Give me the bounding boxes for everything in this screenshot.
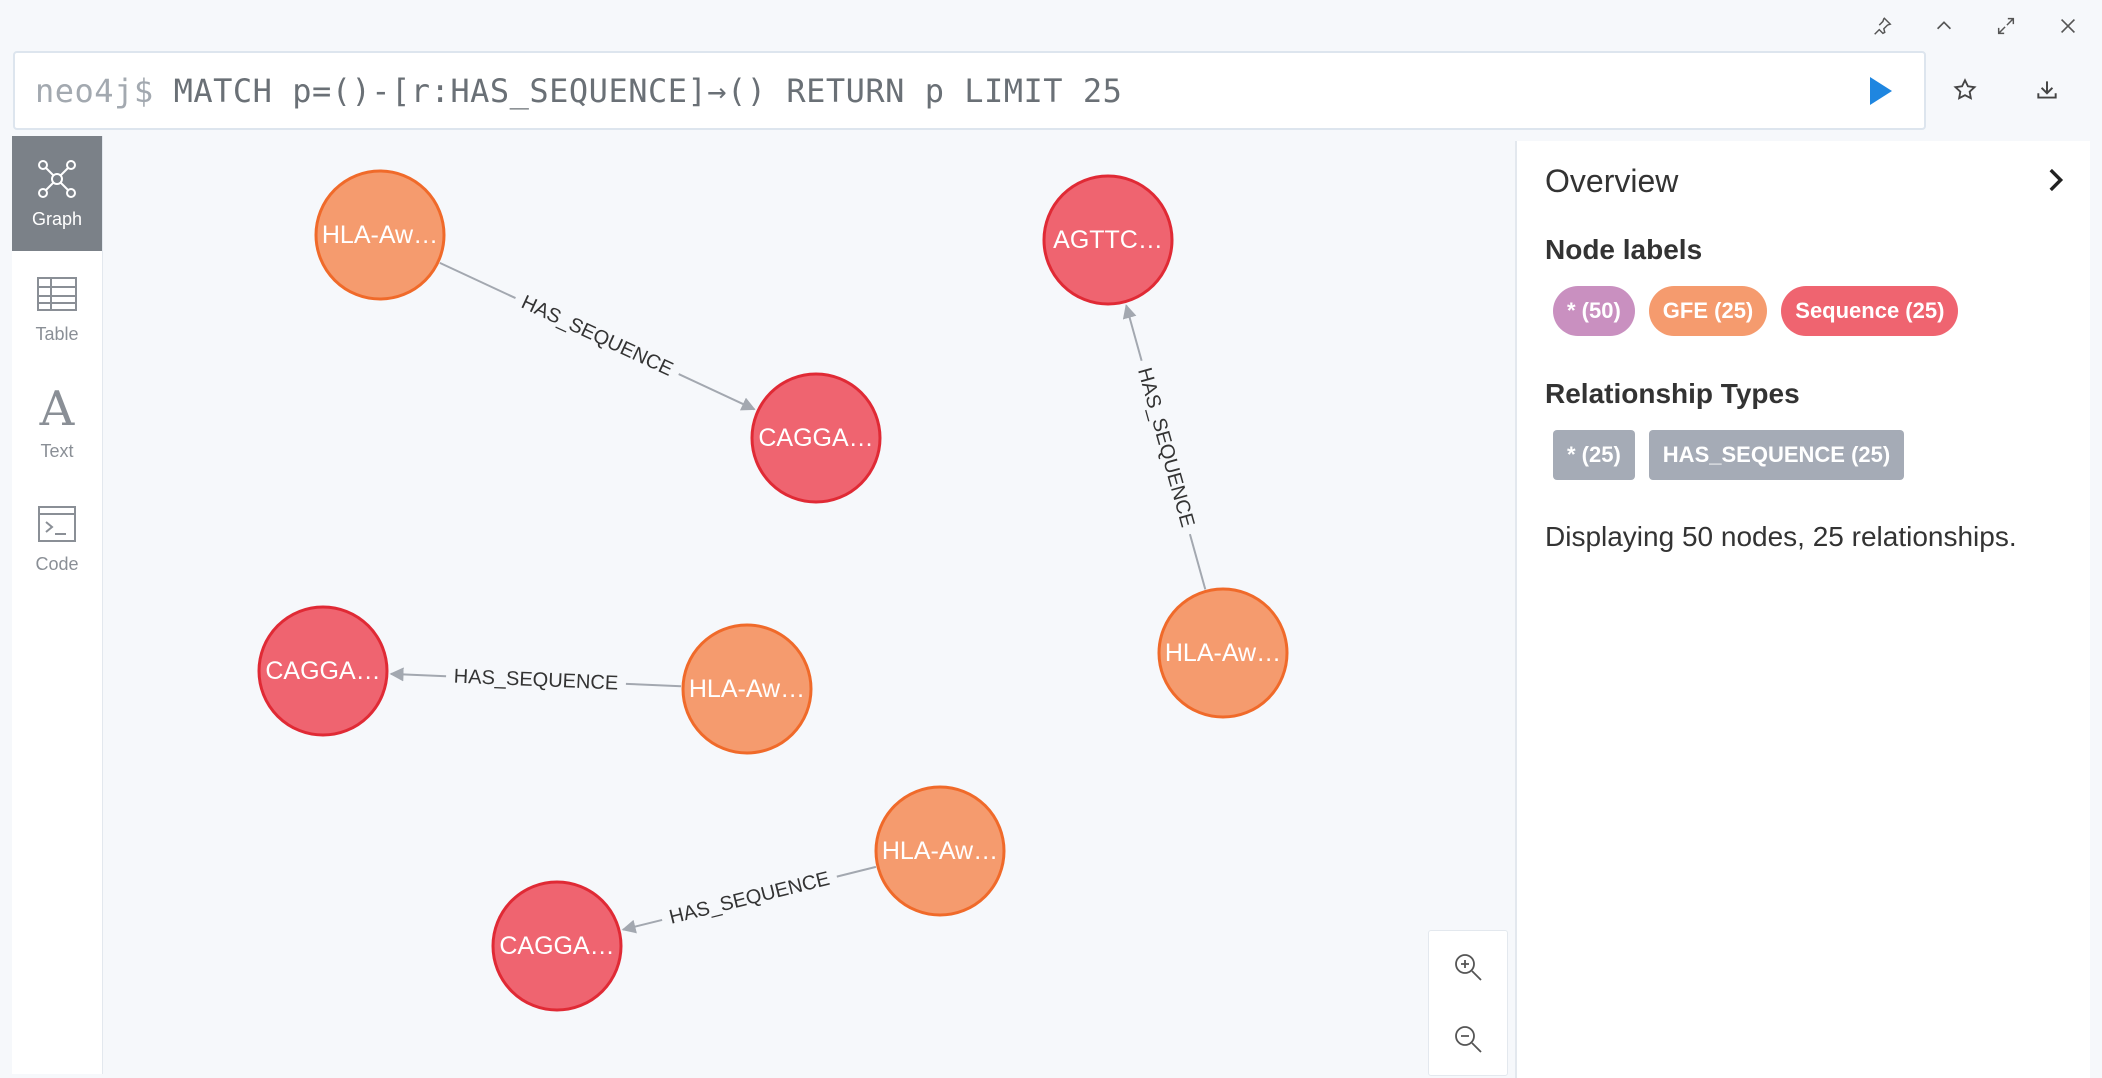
sequence-node[interactable]: CAGGA… bbox=[491, 880, 623, 1012]
text-icon: A bbox=[39, 381, 75, 437]
close-icon[interactable] bbox=[2048, 12, 2088, 40]
tab-text-label: Text bbox=[40, 441, 74, 461]
node-caption: CAGGA… bbox=[265, 657, 380, 685]
relationship-label: HAS_SEQUENCE bbox=[667, 868, 832, 929]
table-icon bbox=[37, 277, 77, 311]
node-caption: HLA-Aw… bbox=[689, 675, 805, 703]
expand-icon[interactable] bbox=[1986, 12, 2026, 40]
node-label-chip-sequence[interactable]: Sequence (25) bbox=[1781, 286, 1959, 336]
relationship-line bbox=[1188, 533, 1207, 590]
sequence-node[interactable]: CAGGA… bbox=[257, 605, 389, 737]
node-circle bbox=[681, 623, 813, 755]
window-controls bbox=[1862, 12, 2088, 40]
gfe-node[interactable]: HLA-Aw… bbox=[874, 785, 1006, 917]
editor-actions bbox=[1945, 70, 2067, 110]
relationship-arrow bbox=[621, 918, 663, 934]
sequence-node[interactable]: AGTTC… bbox=[1042, 174, 1174, 306]
download-icon[interactable] bbox=[2027, 70, 2067, 110]
node-caption: HLA-Aw… bbox=[882, 837, 998, 865]
overview-panel: Overview Node labels * (50) GFE (25) Seq… bbox=[1515, 141, 2090, 1078]
tab-table[interactable]: Table bbox=[12, 251, 102, 366]
node-caption: CAGGA… bbox=[499, 932, 614, 960]
chevron-right-icon[interactable] bbox=[2038, 163, 2072, 197]
node-circle bbox=[491, 880, 623, 1012]
node-label-chip-all[interactable]: * (50) bbox=[1553, 286, 1635, 336]
node-circle bbox=[1157, 587, 1289, 719]
node-caption: HLA-Aw… bbox=[1165, 639, 1281, 667]
relationship-types-heading: Relationship Types bbox=[1545, 378, 1800, 409]
relationship-arrow bbox=[1122, 304, 1143, 362]
node-circle bbox=[314, 169, 446, 301]
relationship-line bbox=[836, 865, 877, 878]
node-label-chip-gfe[interactable]: GFE (25) bbox=[1648, 286, 1768, 336]
relationship-line bbox=[625, 682, 682, 688]
gfe-node[interactable]: HLA-Aw… bbox=[314, 169, 446, 301]
node-labels-heading: Node labels bbox=[1545, 234, 1703, 265]
code-icon bbox=[38, 506, 76, 542]
relationship-line bbox=[439, 261, 516, 299]
run-button[interactable] bbox=[1862, 73, 1898, 109]
relationship-edge[interactable]: HAS_SEQUENCE bbox=[1122, 304, 1207, 590]
node-caption: AGTTC… bbox=[1053, 226, 1163, 254]
play-icon bbox=[1870, 77, 1892, 105]
graph-canvas[interactable]: HAS_SEQUENCE HAS_SEQUENCE HAS_SEQUENCE HAS_… bbox=[102, 136, 1515, 1074]
relationship-types-list: * (25) HAS_SEQUENCE (25) bbox=[1553, 430, 1905, 480]
node-caption: CAGGA… bbox=[758, 424, 873, 452]
graph-svg[interactable]: HAS_SEQUENCE HAS_SEQUENCE HAS_SEQUENCE HAS_… bbox=[102, 136, 1515, 1074]
tab-table-label: Table bbox=[35, 324, 79, 344]
sequence-node[interactable]: CAGGA… bbox=[750, 372, 882, 504]
query-text[interactable]: MATCH p=()-[r:HAS_SEQUENCE]→() RETURN p … bbox=[173, 71, 1123, 110]
tab-text[interactable]: A Text bbox=[12, 366, 102, 481]
node-circle bbox=[257, 605, 389, 737]
zoom-in-icon[interactable] bbox=[1448, 947, 1488, 987]
zoom-out-icon[interactable] bbox=[1448, 1019, 1488, 1059]
overview-summary: Displaying 50 nodes, 25 relationships. bbox=[1545, 521, 2017, 552]
tab-graph-label: Graph bbox=[31, 209, 83, 229]
relationship-label: HAS_SEQUENCE bbox=[1133, 365, 1198, 529]
tab-graph[interactable]: Graph bbox=[12, 136, 102, 251]
overview-title: Overview bbox=[1545, 163, 1679, 199]
pin-icon[interactable] bbox=[1862, 12, 1902, 40]
graph-icon bbox=[38, 160, 76, 198]
rel-type-chip-has-sequence[interactable]: HAS_SEQUENCE (25) bbox=[1648, 430, 1905, 480]
relationship-edge[interactable]: HAS_SEQUENCE bbox=[439, 261, 756, 411]
relationship-arrow bbox=[389, 667, 447, 682]
rel-type-chip-all[interactable]: * (25) bbox=[1553, 430, 1635, 480]
node-circle bbox=[874, 785, 1006, 917]
relationship-edge[interactable]: HAS_SEQUENCE bbox=[389, 666, 682, 695]
view-sidebar: Graph Table A Text Code bbox=[12, 136, 103, 1074]
chevron-up-icon[interactable] bbox=[1924, 12, 1964, 40]
gfe-node[interactable]: HLA-Aw… bbox=[1157, 587, 1289, 719]
relationship-edge[interactable]: HAS_SEQUENCE bbox=[621, 865, 877, 934]
node-circle bbox=[750, 372, 882, 504]
node-labels-list: * (50) GFE (25) Sequence (25) bbox=[1553, 286, 1959, 336]
relationship-arrow bbox=[678, 373, 756, 411]
star-icon[interactable] bbox=[1945, 70, 1985, 110]
gfe-node[interactable]: HLA-Aw… bbox=[681, 623, 813, 755]
relationship-label: HAS_SEQUENCE bbox=[518, 291, 676, 380]
tab-code[interactable]: Code bbox=[12, 481, 102, 596]
zoom-controls bbox=[1428, 930, 1508, 1076]
node-circle bbox=[1042, 174, 1174, 306]
node-caption: HLA-Aw… bbox=[322, 221, 438, 249]
editor-prompt: neo4j$ bbox=[35, 71, 154, 110]
query-editor[interactable]: neo4j$ MATCH p=()-[r:HAS_SEQUENCE]→() RE… bbox=[13, 51, 1926, 130]
tab-code-label: Code bbox=[35, 554, 79, 574]
relationship-label: HAS_SEQUENCE bbox=[453, 666, 618, 695]
